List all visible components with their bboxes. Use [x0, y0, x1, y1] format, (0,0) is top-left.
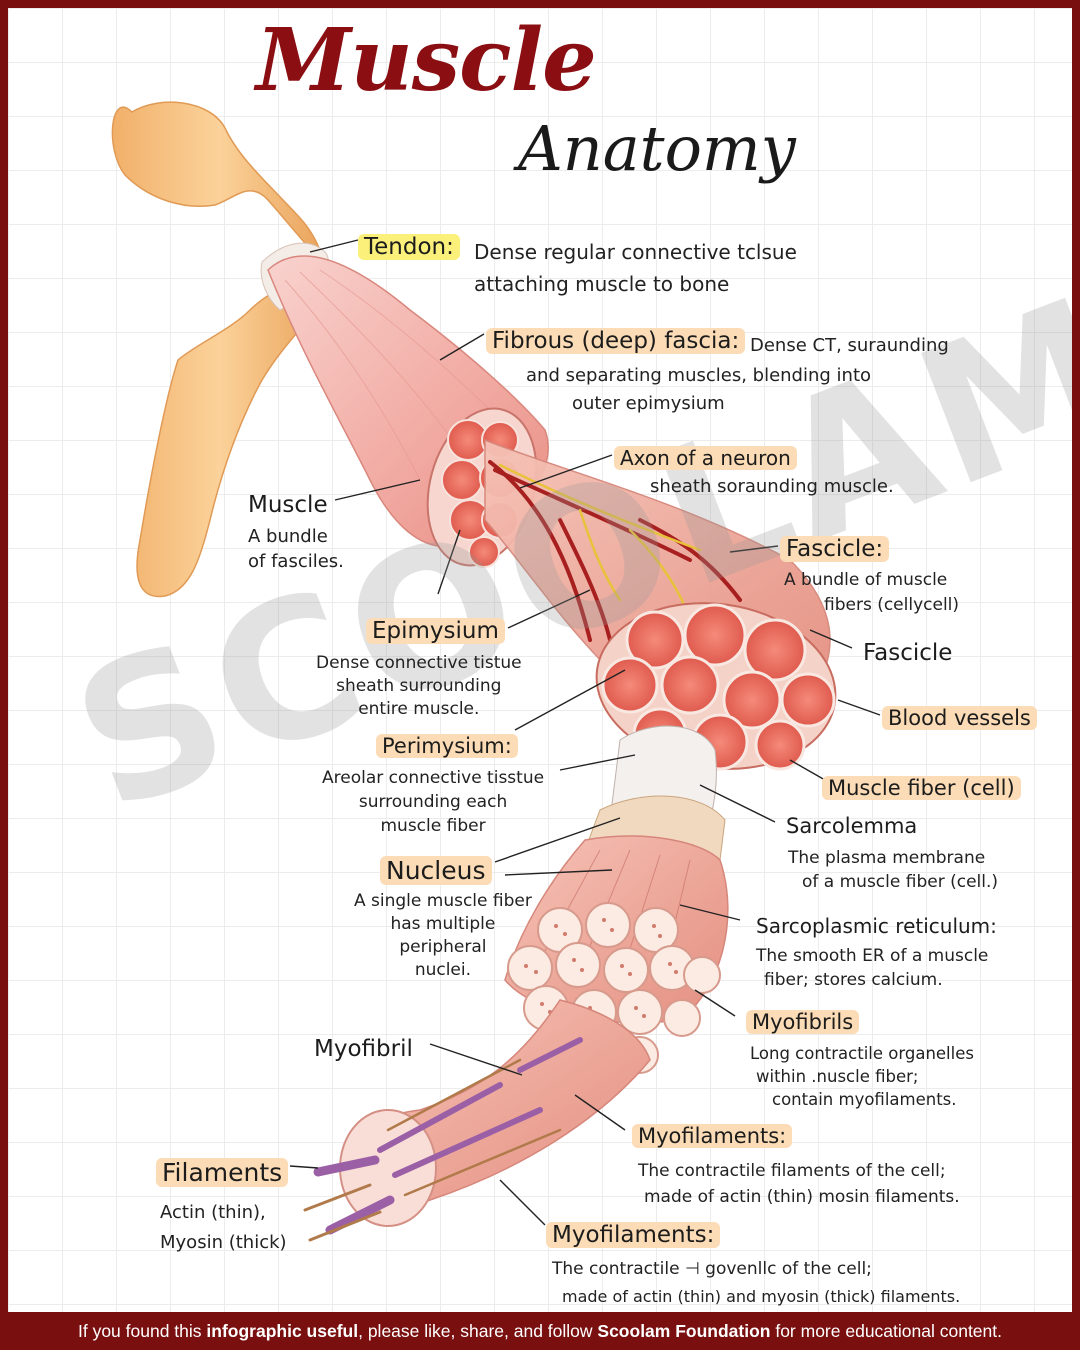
desc-tendon-line: attaching muscle to bone [474, 272, 730, 296]
label-myofilaments-2-name: Myofilaments: [546, 1222, 721, 1248]
femur-bone [111, 101, 327, 598]
desc-myofibrils-line: contain myofilaments. [772, 1090, 957, 1109]
title-main: Muscle [256, 10, 597, 111]
desc-nucleus-line: has multiple [390, 914, 496, 934]
desc-myofibrils-line: Long contractile organelles [750, 1044, 974, 1063]
desc-nucleus-line: peripheral [399, 937, 487, 957]
desc-fascicle-line: fibers (cellycell) [824, 595, 960, 615]
label-fascicle: Fascicle: [780, 536, 890, 562]
footer-text-bold-infographic: infographic useful [206, 1320, 359, 1341]
desc-sarcolemma-line: of a muscle fiber (cell.) [802, 872, 999, 892]
desc-myofilaments-2: The contractile ⊣ govenllc of the cell; … [552, 1256, 960, 1310]
label-myofilaments-name: Myofilaments: [632, 1124, 793, 1148]
label-fascia: Fibrous (deep) fascia: [486, 328, 746, 354]
desc-nucleus: A single muscle fiber has multiple perip… [354, 890, 532, 982]
footer-text-mid: , please like, share, and follow [358, 1320, 598, 1341]
desc-myofilaments-2-line: The contractile ⊣ govenllc of the cell; [552, 1259, 872, 1279]
desc-fascia-line: and separating muscles, blending into [526, 365, 872, 386]
label-filaments: Filaments [156, 1158, 289, 1187]
label-myofibrils-name: Myofibrils [746, 1010, 860, 1034]
label-myofilaments: Myofilaments: [632, 1124, 793, 1148]
desc-filaments: Actin (thin), Myosin (thick) [160, 1198, 287, 1258]
desc-perimysium-line: Areolar connective tisstue [322, 768, 545, 788]
desc-nucleus-line: nuclei. [414, 960, 472, 980]
label-muscle-fiber-name: Muscle fiber (cell) [822, 776, 1021, 800]
desc-sarcoplasmic-reticulum: The smooth ER of a muscle fiber; stores … [756, 944, 988, 992]
desc-filaments-line: Actin (thin), [160, 1202, 266, 1223]
desc-muscle-line: A bundle [248, 526, 328, 547]
desc-fascicle: A bundle of muscle fibers (cellycell) [784, 568, 959, 618]
label-fascicle-section: Fascicle [863, 640, 953, 666]
label-axon: Axon of a neuron [614, 446, 797, 470]
desc-fascicle-line: A bundle of muscle [784, 570, 948, 590]
desc-epimysium-line: Dense connective tistue [316, 653, 522, 673]
desc-myofilaments: The contractile filaments of the cell; m… [638, 1158, 960, 1210]
label-blood-vessels: Blood vessels [882, 706, 1037, 730]
desc-sarcolemma: The plasma membrane of a muscle fiber (c… [788, 846, 998, 894]
label-tendon-name: Tendon: [358, 234, 460, 260]
label-perimysium-name: Perimysium: [376, 734, 518, 758]
desc-sr-line: fiber; stores calcium. [764, 970, 943, 990]
label-nucleus: Nucleus [380, 856, 492, 885]
label-myofibrils: Myofibrils [746, 1010, 860, 1034]
desc-myofibrils: Long contractile organelles within .nusc… [750, 1042, 974, 1111]
label-epimysium: Epimysium [366, 618, 505, 644]
desc-axon: sheath soraunding muscle. [650, 474, 894, 499]
label-axon-name: Axon of a neuron [614, 446, 797, 470]
footer-text-pre: If you found this [77, 1320, 207, 1341]
desc-tendon-line: Dense regular connective tclsue [474, 240, 797, 264]
desc-myofilaments-2-line: made of actin (thin) and myosin (thick) … [562, 1287, 961, 1306]
desc-fascia-line: Dense CT, suraunding [750, 335, 949, 356]
label-blood-vessels-name: Blood vessels [882, 706, 1037, 730]
label-tendon: Tendon: [358, 234, 460, 260]
desc-muscle: A bundle of fasciles. [248, 524, 344, 574]
label-muscle-fiber: Muscle fiber (cell) [822, 776, 1021, 800]
label-fascicle-name: Fascicle: [780, 536, 890, 562]
label-sarcolemma: Sarcolemma [786, 814, 918, 838]
desc-filaments-line: Myosin (thick) [160, 1232, 287, 1253]
desc-myofibrils-line: within .nuscle fiber; [756, 1067, 919, 1086]
label-perimysium: Perimysium: [376, 734, 518, 758]
desc-myofilaments-line: The contractile filaments of the cell; [638, 1161, 946, 1181]
label-muscle: Muscle [248, 492, 328, 518]
desc-epimysium: Dense connective tistue sheath surroundi… [316, 652, 522, 721]
desc-epimysium-line: sheath surrounding [336, 676, 502, 696]
footer-text-post: for more educational content. [770, 1320, 1002, 1341]
desc-myofilaments-line: made of actin (thin) mosin filaments. [644, 1187, 960, 1207]
desc-sarcolemma-line: The plasma membrane [788, 848, 986, 868]
desc-axon-line: sheath soraunding muscle. [650, 476, 894, 497]
label-fascia-name: Fibrous (deep) fascia: [486, 328, 746, 354]
label-myofilaments-2: Myofilaments: [546, 1222, 721, 1248]
label-sarcoplasmic-reticulum: Sarcoplasmic reticulum: [756, 914, 997, 938]
desc-sr-line: The smooth ER of a muscle [756, 946, 989, 966]
label-myofibril: Myofibril [314, 1036, 413, 1062]
title-sub: Anatomy [518, 112, 796, 185]
label-epimysium-name: Epimysium [366, 618, 505, 644]
desc-tendon: Dense regular connective tclsue attachin… [474, 236, 797, 300]
footer-banner: If you found this infographic useful , p… [0, 1312, 1080, 1350]
desc-nucleus-line: A single muscle fiber [354, 891, 532, 911]
desc-fascia-first: Dense CT, suraunding [750, 333, 949, 358]
label-nucleus-name: Nucleus [380, 856, 492, 885]
desc-perimysium: Areolar connective tisstue surrounding e… [322, 766, 544, 838]
desc-fascia: and separating muscles, blending into ou… [526, 362, 871, 418]
label-filaments-name: Filaments [156, 1158, 289, 1187]
muscle-illustration [111, 101, 881, 1242]
desc-epimysium-line: entire muscle. [358, 699, 480, 719]
desc-perimysium-line: surrounding each [358, 792, 508, 812]
desc-fascia-line: outer epimysium [572, 393, 725, 414]
footer-text-bold-scoolam: Scoolam Foundation [597, 1320, 771, 1341]
desc-perimysium-line: muscle fiber [380, 816, 486, 836]
desc-muscle-line: of fasciles. [248, 551, 344, 572]
paper-background: Muscle Anatomy SCOOLAM Tendon: Dense reg… [8, 8, 1072, 1312]
